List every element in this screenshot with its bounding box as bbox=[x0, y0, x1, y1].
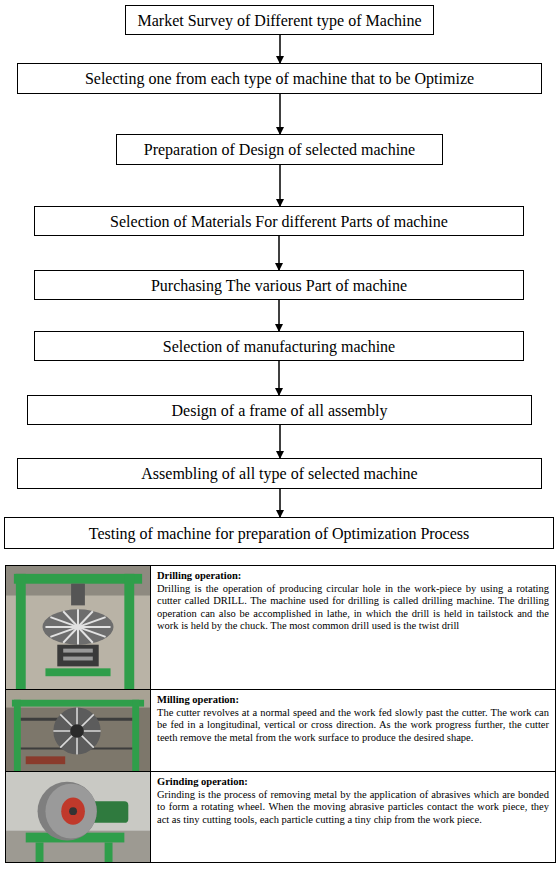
step-label: Testing of machine for preparation of Op… bbox=[89, 524, 470, 543]
flow-arrow bbox=[278, 300, 280, 331]
operation-cell: Drilling operation:Drilling is the opera… bbox=[150, 565, 556, 690]
milling-illustration bbox=[6, 690, 150, 771]
process-box: Preparation of Design of selected machin… bbox=[116, 134, 443, 165]
operation-description: Drilling is the operation of producing c… bbox=[157, 583, 549, 633]
step-label: Purchasing The various Part of machine bbox=[151, 276, 407, 295]
operation-cell: Grinding operation:Grinding is the proce… bbox=[150, 771, 556, 863]
flow-arrow bbox=[279, 425, 281, 458]
process-box: Testing of machine for preparation of Op… bbox=[4, 517, 554, 549]
step-label: Selection of Materials For different Par… bbox=[110, 212, 448, 231]
flow-arrow bbox=[279, 94, 281, 134]
step-label: Assembling of all type of selected machi… bbox=[141, 464, 417, 483]
operation-cell: Milling operation:The cutter revolves at… bbox=[150, 689, 556, 772]
flow-arrow bbox=[279, 165, 281, 206]
milling-photo bbox=[5, 689, 151, 772]
grinding-photo bbox=[5, 771, 151, 863]
process-box: Purchasing The various Part of machine bbox=[34, 270, 524, 300]
grinding-illustration bbox=[6, 772, 150, 862]
process-box: Selection of manufacturing machine bbox=[34, 331, 524, 361]
operation-description: The cutter revolves at a normal speed an… bbox=[157, 707, 549, 745]
operation-description: Grinding is the process of removing meta… bbox=[157, 789, 549, 827]
flow-arrow bbox=[279, 35, 281, 63]
flow-arrow bbox=[278, 236, 280, 270]
process-box: Design of a frame of all assembly bbox=[27, 395, 532, 425]
operation-heading: Drilling operation: bbox=[157, 570, 549, 583]
process-box: Selection of Materials For different Par… bbox=[34, 206, 524, 236]
process-box: Selecting one from each type of machine … bbox=[17, 63, 542, 94]
drill-photo bbox=[5, 565, 151, 690]
operation-heading: Grinding operation: bbox=[157, 776, 549, 789]
step-label: Market Survey of Different type of Machi… bbox=[137, 11, 421, 30]
process-box: Market Survey of Different type of Machi… bbox=[125, 5, 434, 35]
process-box: Assembling of all type of selected machi… bbox=[17, 458, 542, 489]
step-label: Selection of manufacturing machine bbox=[163, 337, 395, 356]
flow-arrow bbox=[279, 489, 281, 517]
operation-heading: Milling operation: bbox=[157, 694, 549, 707]
step-label: Selecting one from each type of machine … bbox=[85, 69, 474, 88]
step-label: Preparation of Design of selected machin… bbox=[144, 140, 415, 159]
step-label: Design of a frame of all assembly bbox=[172, 401, 388, 420]
drill-illustration bbox=[6, 566, 150, 689]
flow-arrow bbox=[278, 361, 280, 395]
